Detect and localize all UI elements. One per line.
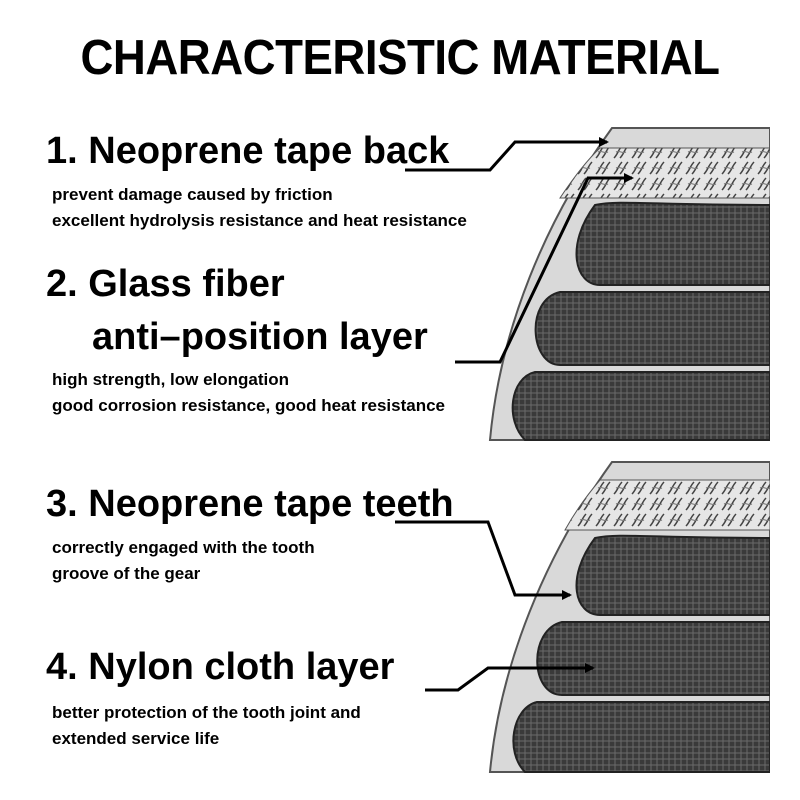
desc-line: high strength, low elongation (52, 370, 290, 389)
belt-section-bottom (488, 461, 770, 773)
heading-neoprene-tape-back: 1. Neoprene tape back (46, 130, 450, 172)
desc-neoprene-tape-teeth: correctly engaged with the tooth groove … (52, 535, 315, 587)
desc-line: groove of the gear (52, 564, 201, 583)
heading-neoprene-tape-teeth: 3. Neoprene tape teeth (46, 483, 454, 525)
desc-line: better protection of the tooth joint and (52, 703, 361, 722)
arrow-1 (405, 137, 609, 172)
desc-glass-fiber: high strength, low elongation good corro… (52, 367, 445, 419)
desc-line: prevent damage caused by friction (52, 185, 333, 204)
pointer-arrows (395, 137, 634, 692)
heading-nylon-cloth-layer: 4. Nylon cloth layer (46, 646, 395, 688)
page-title: CHARACTERISTIC MATERIAL (80, 31, 720, 85)
arrow-3 (395, 520, 572, 600)
desc-neoprene-tape-back: prevent damage caused by friction excell… (52, 182, 467, 234)
arrow-4 (425, 663, 595, 692)
desc-line: correctly engaged with the tooth (52, 538, 315, 557)
belt-section-top (488, 127, 770, 441)
heading-anti-position-layer: anti–position layer (92, 316, 428, 358)
desc-line: extended service life (52, 729, 220, 748)
desc-line: excellent hydrolysis resistance and heat… (52, 211, 467, 230)
heading-glass-fiber: 2. Glass fiber (46, 263, 285, 305)
desc-nylon-cloth-layer: better protection of the tooth joint and… (52, 700, 361, 752)
desc-line: good corrosion resistance, good heat res… (52, 396, 445, 415)
arrow-2 (455, 173, 634, 364)
